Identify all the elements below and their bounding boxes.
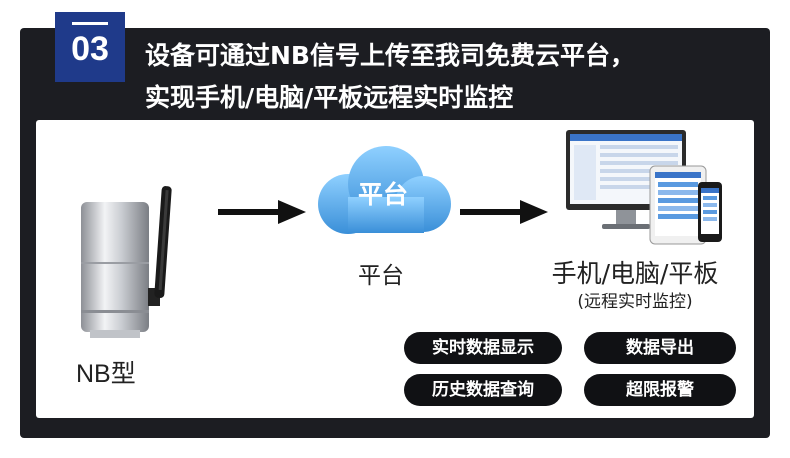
diagram-card: NB型 平台 平台 bbox=[36, 120, 754, 418]
multi-device-screens-image bbox=[566, 130, 722, 245]
terminals-label: 手机/电脑/平板 bbox=[551, 259, 719, 288]
feature-history-query: 历史数据查询 bbox=[404, 374, 562, 406]
step-badge: 03 bbox=[55, 12, 125, 82]
arrow-right-icon bbox=[460, 200, 548, 224]
device-label: NB型 bbox=[76, 360, 136, 388]
arrow-right-icon bbox=[218, 200, 306, 224]
cloud-icon bbox=[318, 146, 451, 234]
feature-limit-alarm: 超限报警 bbox=[584, 374, 736, 406]
feature-realtime-display: 实时数据显示 bbox=[404, 332, 562, 364]
headline-line-1: 设备可通过NB信号上传至我司免费云平台， bbox=[145, 41, 635, 70]
terminals-sublabel: (远程实时监控) bbox=[577, 292, 693, 312]
feature-data-export: 数据导出 bbox=[584, 332, 736, 364]
cloud-label: 平台 bbox=[357, 180, 408, 209]
headline-line-2: 实现手机/电脑/平板远程实时监控 bbox=[145, 83, 514, 112]
platform-label: 平台 bbox=[358, 263, 404, 289]
badge-decor-line bbox=[72, 22, 108, 25]
nb-device-image bbox=[81, 186, 172, 338]
step-number: 03 bbox=[71, 30, 109, 68]
